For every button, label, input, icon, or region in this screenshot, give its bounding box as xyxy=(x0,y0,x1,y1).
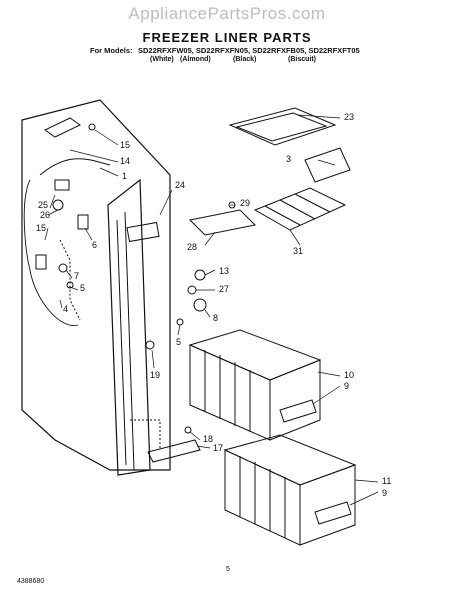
callout-7: 7 xyxy=(74,271,80,281)
roller xyxy=(194,269,206,281)
callout-10: 10 xyxy=(344,370,355,380)
callout-19: 19 xyxy=(150,370,161,380)
color-almond: (Almond) xyxy=(180,56,211,63)
callout-15b: 15 xyxy=(36,223,47,233)
color-biscuit: (Biscuit) xyxy=(288,56,316,63)
callout-23: 23 xyxy=(344,112,355,122)
divider-trim xyxy=(126,221,160,243)
callout-6: 6 xyxy=(92,240,98,250)
bulb xyxy=(52,199,64,211)
wall-detail xyxy=(59,239,81,321)
shelf-glass xyxy=(228,107,337,146)
callout-9: 9 xyxy=(344,381,350,391)
callout-14: 14 xyxy=(120,156,131,166)
doc-number: 4388680 xyxy=(17,578,45,585)
basket-upper xyxy=(188,329,322,381)
callout-5: 5 xyxy=(80,283,86,293)
bottom-rail xyxy=(147,439,201,463)
callout-1: 1 xyxy=(122,171,128,181)
models-label: For Models: xyxy=(90,46,133,55)
liner-back-wall xyxy=(21,99,171,471)
basket-front-lower xyxy=(314,501,352,525)
callout-8: 8 xyxy=(213,313,219,323)
hinge-bracket xyxy=(44,117,81,138)
callout-25: 25 xyxy=(38,200,49,210)
diagram-title: FREEZER LINER PARTS xyxy=(142,30,312,45)
callout-27: 27 xyxy=(219,284,230,294)
wire-shelf xyxy=(253,187,347,231)
model-numbers: SD22RFXFW05, SD22RFXFN05, SD22RFXFB05, S… xyxy=(138,46,360,55)
basket-front-upper xyxy=(279,399,317,423)
thermostat xyxy=(35,254,47,270)
callout-28: 28 xyxy=(187,242,198,252)
liner-side-wall xyxy=(107,178,151,476)
watermark: AppliancePartsPros.com xyxy=(128,4,326,23)
callout-17: 17 xyxy=(213,443,224,453)
callout-4: 4 xyxy=(63,304,69,314)
callout-26: 26 xyxy=(40,210,51,220)
switch xyxy=(77,214,89,230)
color-black: (Black) xyxy=(233,56,257,63)
shelf-support xyxy=(188,209,257,236)
basket-lower xyxy=(223,434,357,486)
callout-15: 15 xyxy=(120,140,131,150)
callout-5b: 5 xyxy=(176,337,182,347)
callout-29: 29 xyxy=(240,198,251,208)
callout-11: 11 xyxy=(382,476,392,486)
callout-24: 24 xyxy=(175,180,186,190)
callout-31: 31 xyxy=(293,246,304,256)
wiring-harness xyxy=(23,179,79,326)
callout-9b: 9 xyxy=(382,488,388,498)
color-white: (White) xyxy=(150,56,174,63)
shelf-trim xyxy=(304,147,351,183)
page-number: 5 xyxy=(226,566,230,573)
callout-3: 3 xyxy=(286,154,292,164)
callout-13: 13 xyxy=(219,266,230,276)
callout-18: 18 xyxy=(203,434,214,444)
light-socket xyxy=(54,179,70,191)
